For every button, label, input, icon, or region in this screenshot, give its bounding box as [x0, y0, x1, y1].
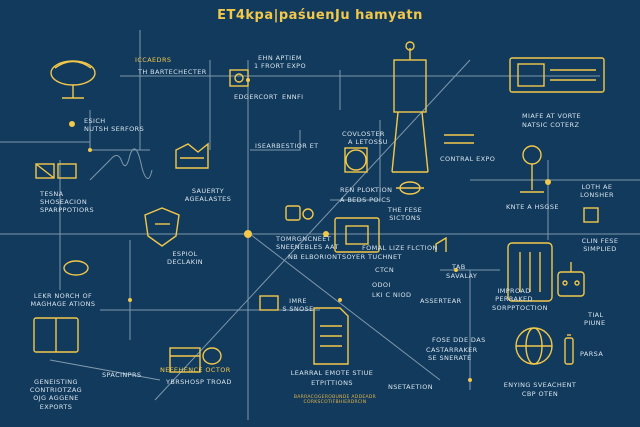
label-piune: PIUNE: [584, 319, 606, 327]
label-a-beds-poics: A BEDS POICS: [340, 196, 391, 204]
tower-icon: [391, 41, 429, 173]
label-castarraker: CASTARRAKER: [426, 346, 478, 354]
shield-icon: [144, 207, 180, 247]
label-the-fese: THE FESE: [387, 206, 423, 214]
label-fose-dde-das: FOSE DDE DAS: [432, 336, 486, 344]
burger-icon: [63, 260, 89, 276]
label-learral-emote: LEARRAL EMOTE STIUE: [290, 369, 374, 377]
label-ennfi: ENNFI: [282, 93, 304, 101]
label-th-bartechecter: TH BARTECHECTER: [138, 68, 207, 76]
label-savalay: SAVALAY: [446, 272, 478, 280]
label-etpittions: ETPITTIONS: [311, 379, 353, 387]
label-cbp-oten: CBP OTEN: [521, 390, 559, 398]
diagram-title: ET4kpa|paśuenJu hamyatn: [217, 8, 423, 23]
label-s-snose: S SNOSE: [282, 305, 314, 313]
radar-icon: [229, 69, 249, 87]
chip-icon: [334, 217, 380, 253]
label-nb-elborion: NB ELBORIONT: [288, 253, 342, 261]
label-shoseacion: SHOSEACION: [40, 198, 88, 206]
lamp-icon: [520, 145, 544, 193]
label-ctcn: CTCN: [375, 266, 395, 274]
label-tab: TAB: [452, 263, 466, 271]
label-knte-a-hsgse: KNTE A HSGSE: [506, 203, 559, 211]
label-spacinprs: SPACINPRS: [102, 371, 142, 379]
label-exports: EXPORTS: [39, 403, 73, 411]
label-assertear: ASSERTEAR: [420, 297, 462, 305]
drone-icon: [396, 181, 424, 195]
footer-caption: BARRACOGEROBUNDE ADDEADR CORKSCOTIFBHIER…: [293, 395, 377, 405]
globe-icon: [515, 327, 553, 365]
label-nutsh-serfors: NUTSH SERFORS: [84, 125, 145, 133]
label-fomal-lize: FOMAL LIZE FLCTION: [362, 244, 438, 252]
label-sorpptoction: SORPPTOCTION: [492, 304, 548, 312]
label-tial: TIAL: [588, 311, 604, 319]
label-tesna: TESNA: [40, 190, 64, 198]
label-covloster: COVLOSTER: [342, 130, 385, 138]
label-control-expo: CONTRAL EXPO: [440, 155, 496, 163]
label-nefehence-octor: NEFEHENCE OCTOR: [160, 366, 231, 374]
label-enying-sveachent: ENYING SVEACHENT: [503, 381, 577, 389]
factory-small-icon: [259, 295, 279, 311]
bars-icon: [444, 134, 474, 144]
label-esich: ESICH: [84, 117, 106, 125]
label-nsetaetion: NSETAETION: [388, 383, 433, 391]
label-improad: IMPROAD: [497, 287, 531, 295]
label-loth-ae: LOTH AE: [581, 183, 613, 191]
robot-icon: [557, 262, 585, 297]
label-a-letossu: A LETOSSU: [348, 138, 388, 146]
target-icon: [302, 208, 314, 220]
label-odoi: ODOI: [372, 281, 391, 289]
label-sparppotiors: SPARPPOTIORS: [40, 206, 94, 214]
storefront-icon: [169, 347, 201, 373]
control-panel-icon: [509, 57, 605, 93]
label-lki-c-niod: LKI C NIOD: [372, 291, 412, 299]
label-lekr-norch-of: LEKR NORCH OF: [33, 292, 93, 300]
label-soyer-tuchnet: SOYER TUCHNET: [342, 253, 402, 261]
cup-icon: [583, 207, 599, 223]
battery-icon: [564, 334, 574, 365]
label-isearbestior: ISEARBESTIOR ET: [255, 142, 319, 150]
label-edgercort: EDGERCORT: [234, 93, 278, 101]
label-ehn-aptiem: EHN APTIEM: [258, 54, 302, 62]
label-front-expo: 1 FRORT EXPO: [253, 62, 307, 70]
label-ojg-aggene: OJG AGGENE: [33, 394, 79, 402]
label-icicaedrs: ICCAEDRS: [135, 56, 172, 64]
book-icon: [33, 317, 79, 353]
label-simplied: SIMPLIED: [583, 245, 617, 253]
label-contriotzag: CONTRIOTZAG: [29, 386, 83, 394]
bridge-icon: [435, 236, 447, 252]
sliders-icon: [507, 242, 553, 302]
label-se-snerate: SE SNERATE: [428, 354, 472, 362]
gear-icon: [344, 147, 368, 173]
label-espiol: ESPIOL: [172, 250, 198, 258]
label-geneisting: GENEISTING: [34, 378, 78, 386]
bowl-icon: [50, 60, 96, 99]
pot-icon: [202, 347, 222, 365]
label-ybrshosp-troad: YBRSHOSP TROAD: [166, 378, 232, 386]
document-icon: [313, 307, 349, 365]
label-perraked: PERRAKED: [495, 295, 533, 303]
crate-icon: [35, 163, 55, 179]
label-natsic-coterz: NATSIC COTERZ: [522, 121, 580, 129]
label-agealastes: AGEALASTES: [184, 195, 232, 203]
label-lonsher: LONSHER: [580, 191, 614, 199]
label-sneeneebles: SNEENEBLES AAT: [276, 243, 339, 251]
label-sictons: SICTONS: [389, 214, 421, 222]
label-declakin: DECLAKIN: [166, 258, 204, 266]
plug-icon: [285, 205, 301, 221]
factory-icon: [175, 142, 209, 169]
yellow-icons: [33, 41, 605, 373]
label-imre: IMRE: [289, 297, 307, 305]
label-ren-ploktion: REN PLOKTION: [340, 186, 393, 194]
label-parsa: PARSA: [580, 350, 604, 358]
label-miafe-at-vorte: MIAFE AT VORTE: [522, 112, 582, 120]
label-sauerty: SAUERTY: [191, 187, 225, 195]
label-maghage-ations: MAGHAGE ATIONS: [30, 300, 96, 308]
label-clin-fese: CLIN FESE: [581, 237, 619, 245]
connector-nodes: [69, 78, 551, 382]
label-tomrgncneet: TOMRGNCNEET: [276, 235, 332, 243]
monitor-icon: [57, 163, 77, 179]
